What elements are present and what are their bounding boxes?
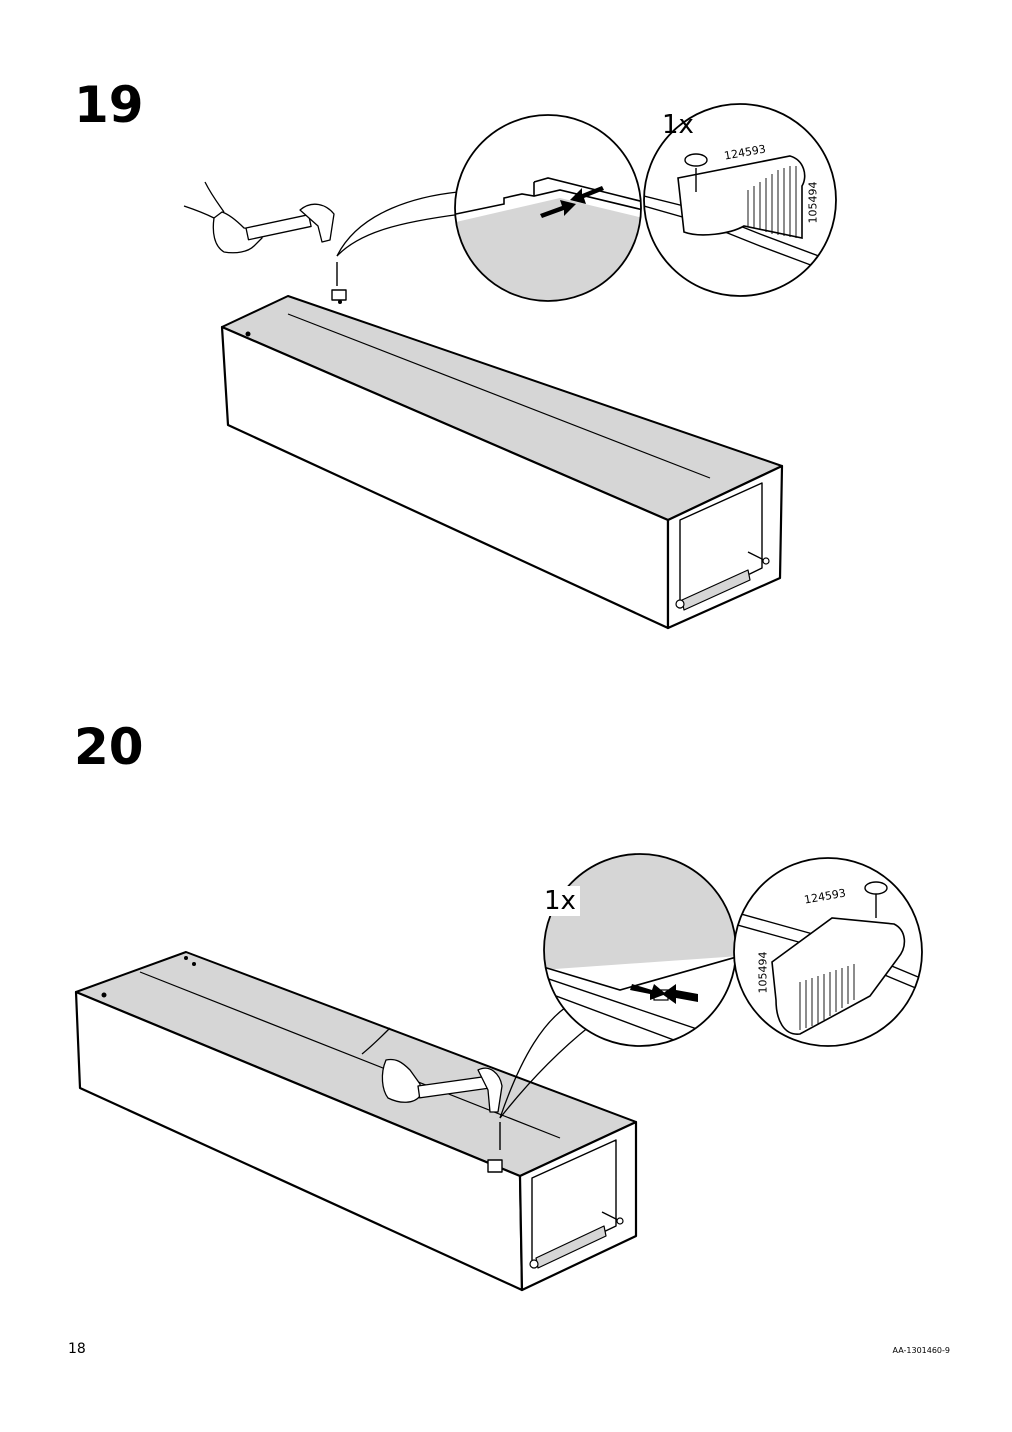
cabinet-20 xyxy=(74,951,638,1292)
step-19-illustration xyxy=(183,103,837,630)
hand-hammer-icon-19 xyxy=(183,181,335,254)
arrow-in-icon xyxy=(630,984,666,1000)
arrow-in-icon xyxy=(662,984,698,1004)
detail-circle-19b xyxy=(643,103,837,297)
quantity-label-19: 1x xyxy=(662,110,694,140)
page-number: 18 xyxy=(68,1341,86,1357)
quantity-label-20: 1x xyxy=(540,886,580,916)
step-number-20: 20 xyxy=(74,718,144,776)
part-number-105494-20: 105494 xyxy=(756,951,770,994)
cabinet-19 xyxy=(220,262,784,630)
arrow-in-icon xyxy=(540,200,576,218)
part-number-124593-20: 124593 xyxy=(803,886,847,907)
hand-hammer-icon-20 xyxy=(361,1027,503,1113)
arrow-in-icon xyxy=(570,186,604,204)
detail-circle-19a xyxy=(454,114,642,302)
document-code: AA-1301460-9 xyxy=(892,1346,950,1355)
detail-circle-20a xyxy=(543,853,737,1047)
part-number-105494-19: 105494 xyxy=(806,181,820,224)
step-number-19: 19 xyxy=(74,76,144,134)
